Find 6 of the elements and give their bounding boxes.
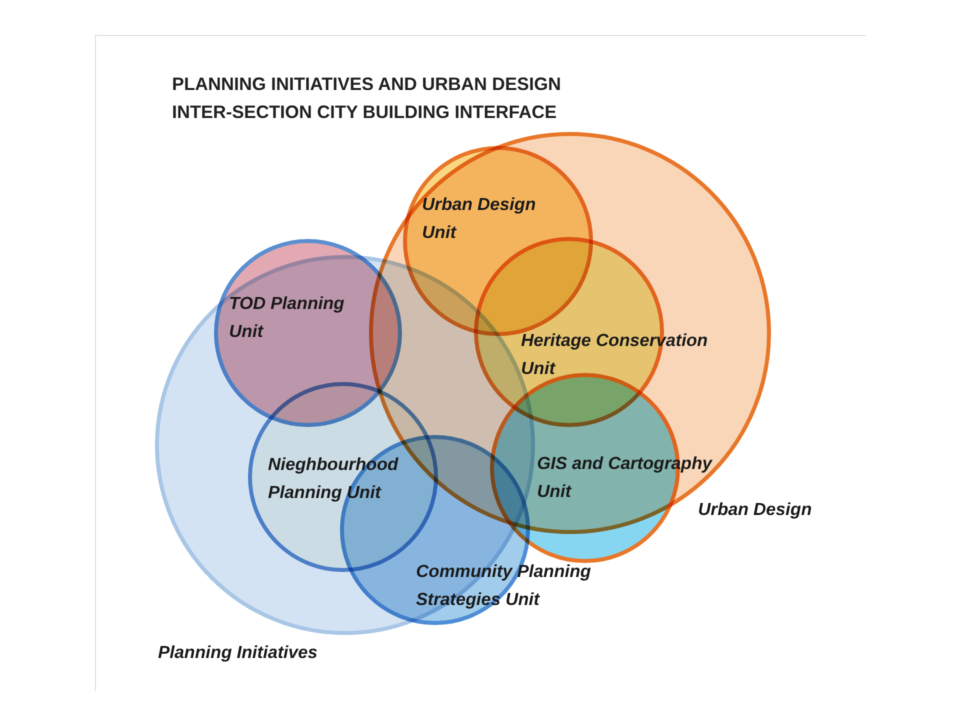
circle-label: Planning Initiatives — [158, 641, 318, 664]
circle-label: TOD Planning Unit — [229, 292, 346, 343]
diagram-title: PLANNING INITIATIVES AND URBAN DESIGN INTER-SECTION CITY BUILDING INTERFACE — [172, 73, 562, 124]
circle-label: Urban Design — [698, 498, 813, 521]
circle-label: Heritage Conservation Unit — [521, 329, 709, 380]
circle-label: Urban Design Unit — [422, 193, 537, 244]
